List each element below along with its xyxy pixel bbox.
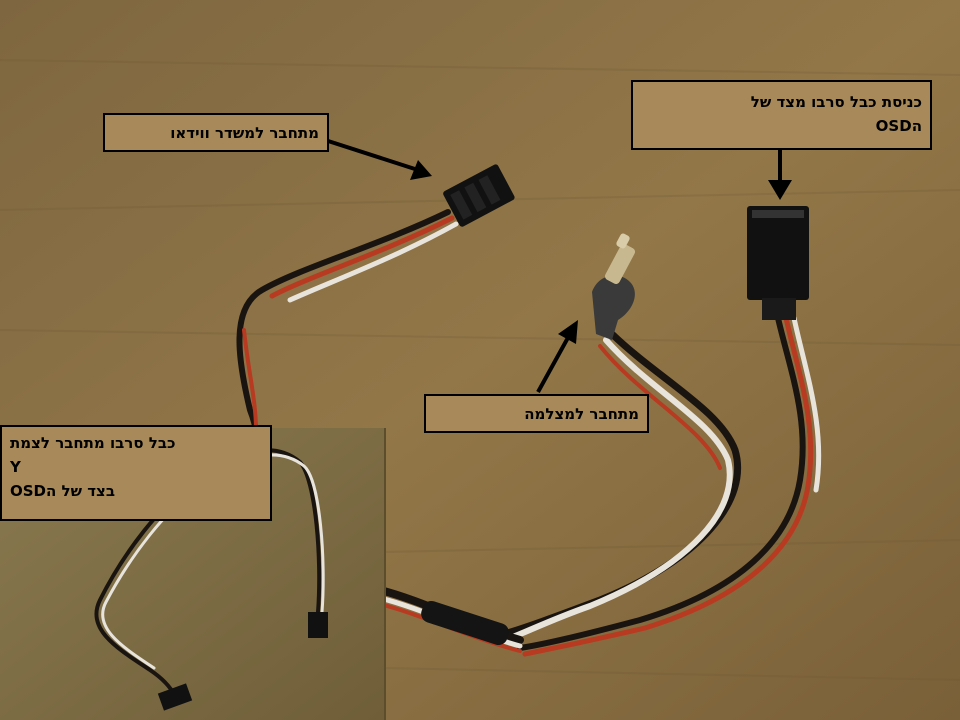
video-connector: [443, 164, 515, 227]
label-servo-y-line3: בצד של הOSD: [10, 482, 115, 500]
arrow-to-video-connector: [324, 138, 419, 172]
label-servo-y-line1: כבל סרבו מתחבר לצמת: [10, 434, 176, 452]
label-camera: מתחבר למצלמה: [424, 394, 649, 433]
osd-input-connector: [747, 206, 809, 320]
label-osd-servo-input: כניסת כבל סרבו מצד של הOSD: [631, 80, 932, 150]
camera-lead-wires: [496, 330, 742, 643]
label-servo-y-line2: Y: [10, 458, 21, 476]
label-osd-servo-input-line1: כניסת כבל סרבו מצד של: [750, 93, 922, 111]
label-servo-y-cable: כבל סרבו מתחבר לצמת Y בצד של הOSD: [0, 425, 272, 521]
label-camera-text: מתחבר למצלמה: [524, 405, 639, 423]
heat-shrink: [421, 600, 509, 646]
arrow-to-camera-jack: [536, 333, 572, 393]
label-osd-servo-input-line2: הOSD: [875, 117, 922, 135]
label-video-transmitter: מתחבר למשדר ווידאו: [103, 113, 329, 152]
annotation-arrows: [324, 138, 792, 393]
camera-audio-jack: [592, 233, 636, 340]
label-video-transmitter-text: מתחבר למשדר ווידאו: [170, 124, 319, 142]
osd-input-wires: [517, 315, 822, 657]
